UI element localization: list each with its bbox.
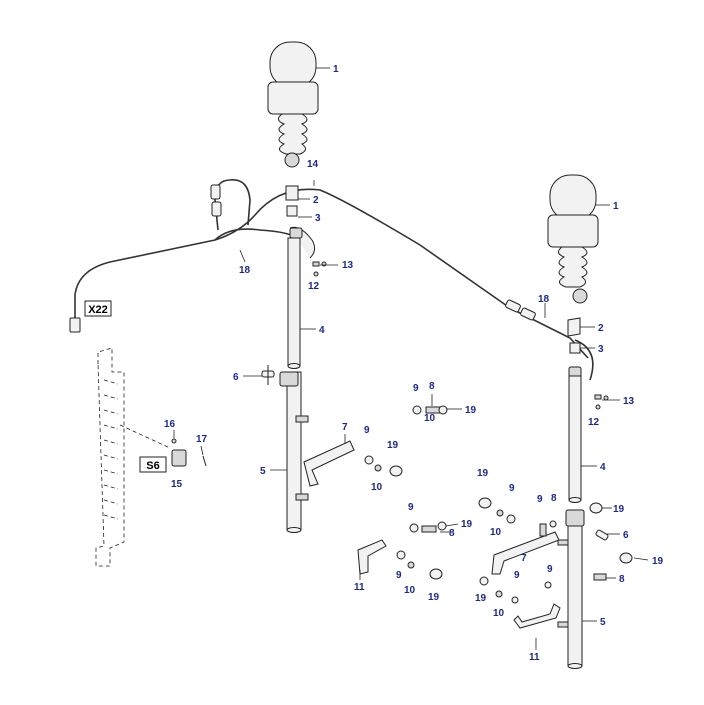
callout-7: 7 [342, 422, 348, 433]
adapter-left [285, 185, 316, 259]
callout-8: 8 [449, 528, 455, 539]
callout-9: 9 [364, 425, 370, 436]
callout-19: 19 [475, 593, 487, 604]
callout-19: 19 [613, 504, 625, 515]
callout-6: 6 [623, 530, 629, 541]
callout-19: 19 [428, 592, 440, 603]
callout-8: 8 [551, 493, 557, 504]
bracket-right-7 [491, 531, 560, 575]
mast-upper-right [568, 375, 582, 503]
adapter-right [567, 317, 582, 378]
callout-9: 9 [537, 494, 543, 505]
callout-19: 19 [652, 556, 664, 567]
callout-5: 5 [260, 466, 266, 477]
callout-1: 1 [333, 64, 339, 75]
callout-10: 10 [424, 413, 436, 424]
callout-19: 19 [477, 468, 489, 479]
callout-2: 2 [598, 323, 604, 334]
callout-14: 14 [307, 159, 319, 170]
leader-lines [173, 67, 649, 650]
beacon-right [547, 174, 599, 304]
callout-10: 10 [371, 482, 383, 493]
callout-9: 9 [413, 383, 419, 394]
callout-19: 19 [461, 519, 473, 530]
callout-5: 5 [600, 617, 606, 628]
callout-10: 10 [490, 527, 502, 538]
callout-8: 8 [429, 381, 435, 392]
switch-panel: S6 [95, 347, 207, 567]
hardware-right [478, 394, 633, 604]
callout-17: 17 [196, 434, 208, 445]
callout-3: 3 [315, 213, 321, 224]
callout-15: 15 [171, 479, 183, 490]
callout-2: 2 [313, 195, 319, 206]
callout-11: 11 [354, 582, 365, 593]
callout-numbers: 1 1 2 2 3 3 4 4 5 5 6 6 7 7 8 8 8 8 9 9 … [164, 64, 664, 663]
mast-lower-left [279, 371, 309, 533]
callout-19: 19 [387, 440, 399, 451]
bracket-right-11 [513, 603, 561, 629]
connector-tag-x22: X22 [88, 304, 108, 316]
callout-8: 8 [619, 574, 625, 585]
hardware-center [396, 521, 447, 580]
callout-13: 13 [623, 396, 635, 407]
callout-1: 1 [613, 201, 619, 212]
callout-3: 3 [598, 344, 604, 355]
callout-12: 12 [308, 281, 320, 292]
callout-4: 4 [600, 462, 606, 473]
callout-9: 9 [514, 570, 520, 581]
cable-harness [74, 179, 594, 381]
callout-6: 6 [233, 372, 239, 383]
pin-right [595, 529, 609, 541]
callout-11: 11 [529, 652, 540, 663]
callout-4: 4 [319, 325, 325, 336]
mast-upper-left [287, 237, 301, 369]
callout-7: 7 [521, 553, 527, 564]
callout-9: 9 [547, 564, 553, 575]
beacon-left [267, 41, 319, 168]
bracket-center-11 [357, 539, 387, 575]
bracket-left-7 [303, 440, 355, 487]
callout-10: 10 [493, 608, 505, 619]
callout-18: 18 [239, 265, 251, 276]
callout-18: 18 [538, 294, 550, 305]
hardware-left [312, 261, 448, 477]
pin-left [261, 365, 275, 385]
callout-10: 10 [404, 585, 416, 596]
callout-9: 9 [396, 570, 402, 581]
callout-16: 16 [164, 419, 176, 430]
connector-x22: X22 [69, 300, 112, 333]
callout-9: 9 [509, 483, 515, 494]
switch-tag-s6: S6 [146, 460, 159, 472]
callout-9: 9 [408, 502, 414, 513]
callout-13: 13 [342, 260, 354, 271]
callout-12: 12 [588, 417, 600, 428]
mast-lower-right [557, 509, 585, 669]
callout-19: 19 [465, 405, 477, 416]
